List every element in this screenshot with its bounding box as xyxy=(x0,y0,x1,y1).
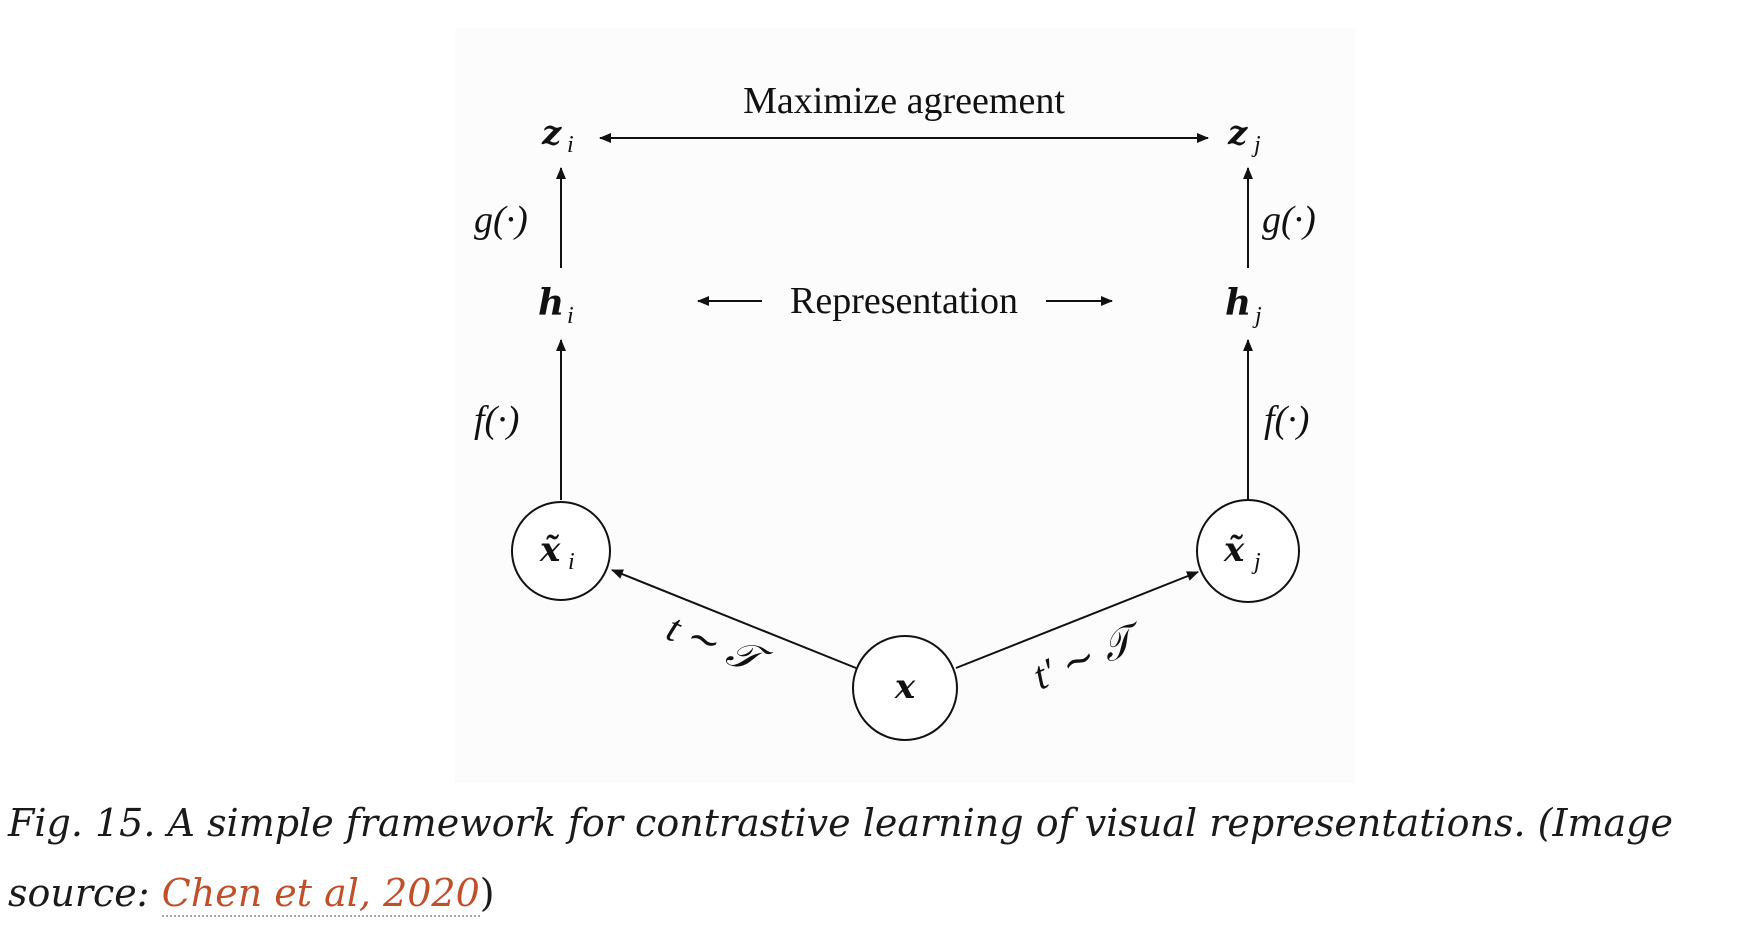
svg-text:h: h xyxy=(538,282,564,324)
node-x-tilde-j: x̃ j xyxy=(1223,530,1261,575)
svg-text:i: i xyxy=(567,132,574,158)
svg-text:j: j xyxy=(1252,303,1262,329)
caption-source-link[interactable]: Chen et al, 2020 xyxy=(161,871,480,917)
maximize-agreement-label: Maximize agreement xyxy=(743,80,1065,122)
representation-label: Representation xyxy=(790,280,1018,322)
svg-text:h: h xyxy=(1225,282,1251,324)
f-label-left: f(·) xyxy=(474,399,519,441)
augment-arrow-left xyxy=(611,569,857,669)
node-x-tilde-i: x̃ i xyxy=(539,530,575,575)
svg-text:i: i xyxy=(567,303,574,329)
svg-text:i: i xyxy=(568,549,575,575)
caption-closing: ) xyxy=(479,871,495,915)
node-x-tilde-i-circle xyxy=(511,501,611,601)
node-x-tilde-j-circle xyxy=(1196,499,1300,603)
svg-text:z: z xyxy=(1227,113,1248,153)
node-x-circle xyxy=(852,635,958,741)
svg-text:j: j xyxy=(1251,549,1261,575)
g-label-right: g(·) xyxy=(1262,199,1316,241)
g-label-left: g(·) xyxy=(474,199,528,241)
svg-text:x̃: x̃ xyxy=(1223,530,1245,570)
svg-text:z: z xyxy=(541,113,562,153)
node-x: x xyxy=(894,667,916,707)
contrastive-learning-diagram: Maximize agreement z i z j g(·) g(·) h i… xyxy=(474,80,1316,741)
node-h-j: h j xyxy=(1225,282,1262,329)
figure-caption: Fig. 15. A simple framework for contrast… xyxy=(8,788,1744,928)
node-h-i: h i xyxy=(538,282,574,329)
augment-arrow-right xyxy=(955,571,1199,669)
f-label-right: f(·) xyxy=(1264,399,1309,441)
caption-text: Fig. 15. A simple framework for contrast… xyxy=(8,801,1673,915)
node-z-j: z j xyxy=(1227,113,1261,158)
svg-text:j: j xyxy=(1251,132,1261,158)
node-z-i: z i xyxy=(541,113,574,158)
svg-text:x̃: x̃ xyxy=(539,530,561,570)
